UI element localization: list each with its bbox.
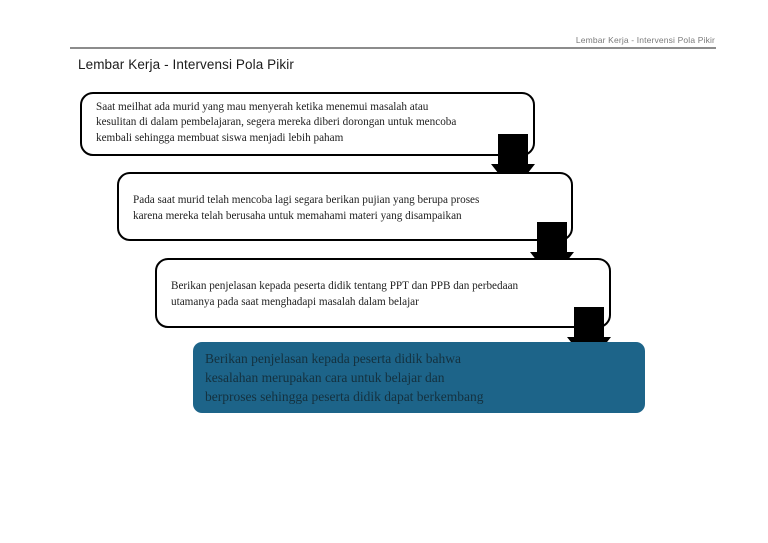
flow-step-3-text: Berikan penjelasan kepada peserta didik … [171, 280, 519, 308]
flow-step-1: Saat meilhat ada murid yang mau menyerah… [80, 92, 535, 156]
running-header-text: Lembar Kerja - Intervensi Pola Pikir [575, 35, 715, 45]
flow-step-2: Pada saat murid telah mencoba lagi segar… [117, 172, 573, 241]
flow-step-4-highlight: Berikan penjelasan kepada peserta didik … [193, 342, 645, 413]
header-divider [70, 47, 716, 49]
flow-step-4-text: Berikan penjelasan kepada peserta didik … [205, 351, 484, 404]
flow-step-3: Berikan penjelasan kepada peserta didik … [155, 258, 611, 328]
running-header: Lembar Kerja - Intervensi Pola Pikir [70, 30, 715, 48]
flow-step-1-text: Saat meilhat ada murid yang mau menyerah… [96, 100, 457, 144]
page-title: Lembar Kerja - Intervensi Pola Pikir [78, 57, 294, 72]
flow-step-2-text: Pada saat murid telah mencoba lagi segar… [133, 194, 480, 222]
